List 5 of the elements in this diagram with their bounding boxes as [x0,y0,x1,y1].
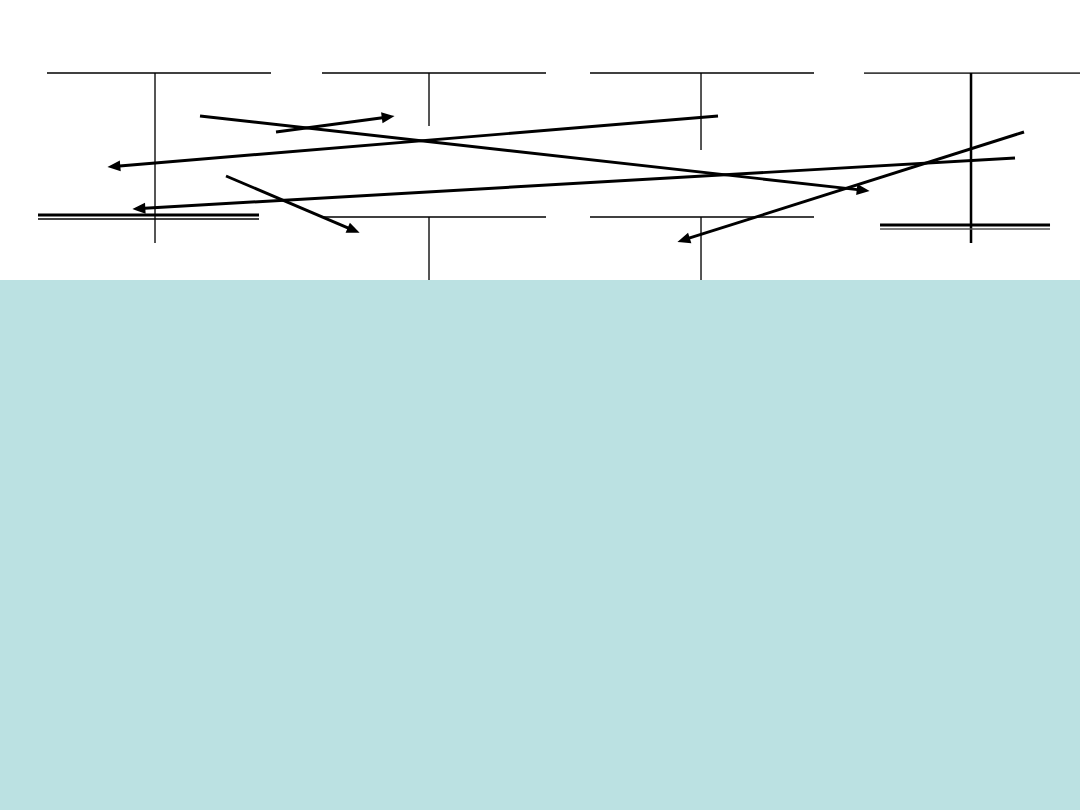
t-account [37,72,272,244]
t-account [589,72,815,151]
t-account [321,72,547,127]
t-account [589,216,815,281]
t-account [863,72,1080,243]
